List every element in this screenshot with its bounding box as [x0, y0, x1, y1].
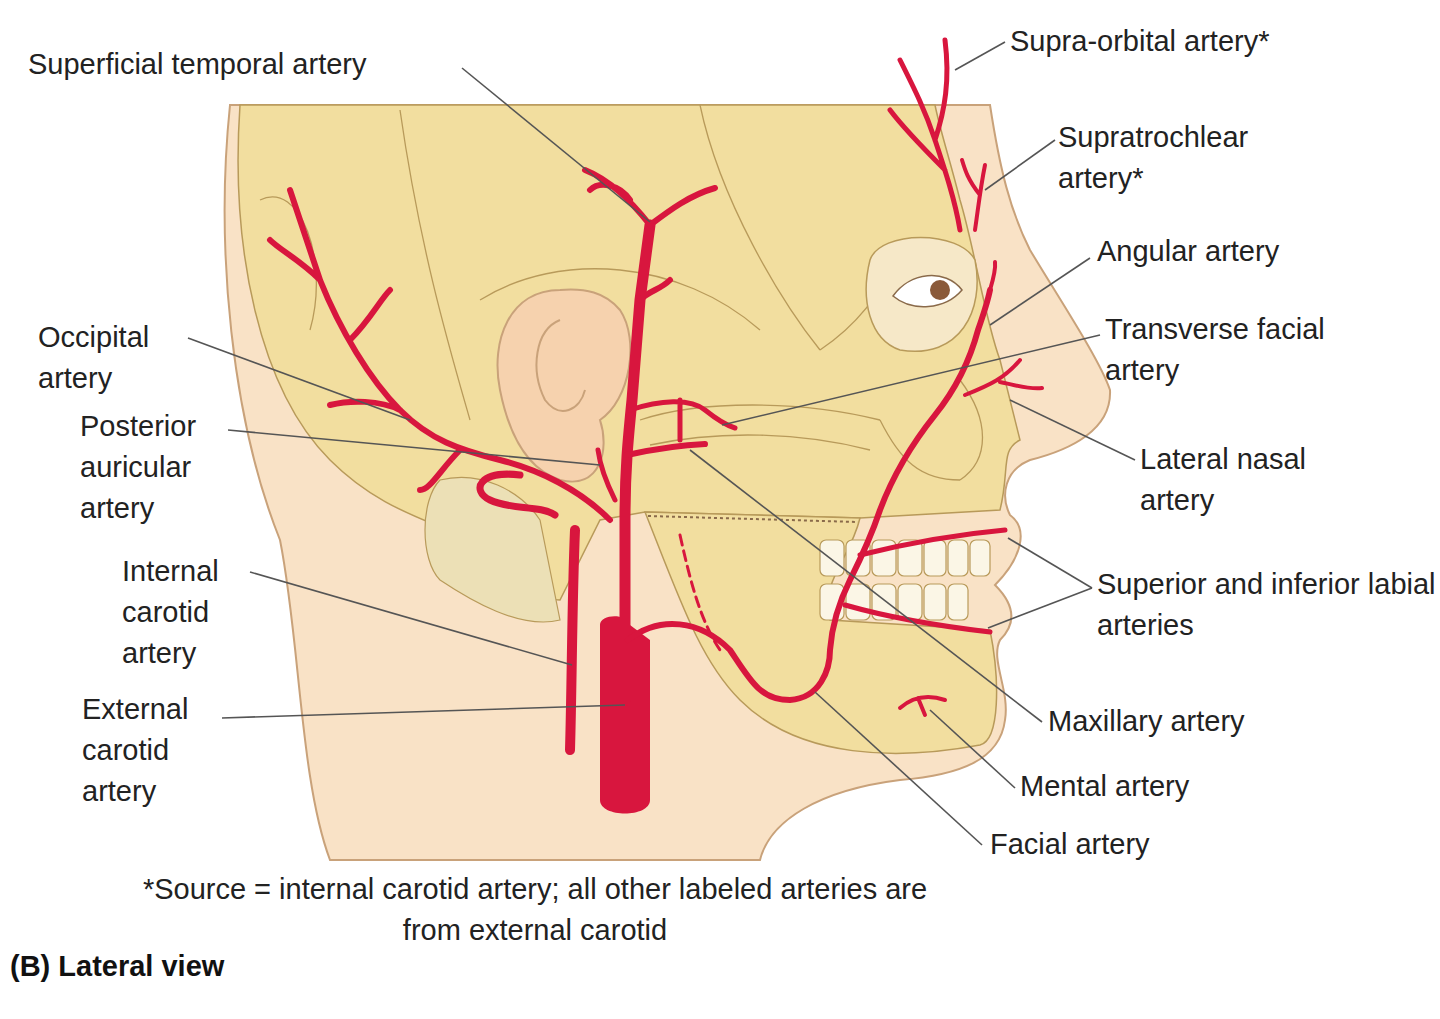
artery-label: Internal carotid artery: [122, 551, 262, 675]
ear: [498, 290, 631, 482]
panel-caption: (B) Lateral view: [10, 950, 224, 983]
occipital-loop: [480, 474, 555, 515]
leader-line: [1010, 400, 1135, 460]
leader-line: [815, 692, 982, 845]
inferior-alveolar-artery: [680, 535, 720, 650]
leader-line: [228, 430, 600, 465]
supratrochlear-artery: [962, 160, 985, 230]
facial-artery: [628, 290, 990, 700]
artery-label: Lateral nasal artery: [1140, 439, 1370, 521]
artery-label: Angular artery: [1097, 231, 1427, 272]
artery-label: Occipital artery: [38, 317, 198, 399]
leader-line: [930, 710, 1015, 788]
source-footnote: *Source = internal carotid artery; all o…: [140, 869, 930, 951]
mental-artery: [900, 697, 945, 715]
leader-line: [462, 68, 650, 222]
inferior-labial-artery: [845, 605, 990, 632]
angular-artery: [990, 262, 995, 290]
tooth: [820, 540, 844, 576]
tooth: [948, 584, 968, 620]
occipital-artery: [270, 190, 610, 520]
orbit: [866, 238, 977, 352]
tooth: [898, 584, 922, 620]
leader-line: [990, 258, 1090, 325]
skull-suture: [260, 197, 316, 330]
artery-label: Superior and inferior labial arteries: [1097, 564, 1437, 646]
leader-line: [222, 705, 625, 718]
leader-line: [250, 572, 572, 665]
leader-line: [985, 140, 1055, 190]
artery-label: Posterior auricular artery: [80, 406, 240, 530]
iris: [930, 280, 950, 300]
internal-carotid-artery: [570, 530, 575, 750]
artery-label: Supratrochlear artery*: [1058, 117, 1298, 199]
artery-label: Maxillary artery: [1048, 701, 1378, 742]
zygomatic-arch: [640, 405, 880, 420]
mandible: [645, 512, 997, 753]
tooth: [846, 584, 870, 620]
mandible-notch: [648, 516, 858, 522]
tooth: [924, 584, 946, 620]
head-skin: [225, 105, 1110, 860]
skull-suture: [400, 110, 470, 420]
leader-line: [188, 338, 410, 420]
posterior-auricular-artery: [598, 450, 615, 500]
transverse-facial-artery: [630, 400, 735, 440]
artery-label: Facial artery: [990, 824, 1320, 865]
superficial-temporal-artery: [585, 170, 715, 300]
superior-labial-artery: [860, 530, 1005, 555]
leader-line: [690, 450, 1042, 722]
tooth: [924, 540, 946, 576]
eye: [893, 276, 962, 307]
leader-line: [1008, 538, 1092, 588]
leader-line: [988, 588, 1092, 628]
lateral-nasal-artery: [965, 360, 1042, 395]
tooth: [970, 540, 990, 576]
leader-line: [955, 42, 1005, 70]
skull-suture: [700, 105, 820, 350]
supra-orbital-artery: [890, 40, 960, 230]
artery-label: Supra-orbital artery*: [1010, 21, 1430, 62]
artery-label: Superficial temporal artery: [28, 44, 488, 85]
maxilla-edge: [880, 420, 960, 480]
artery-label: External carotid artery: [82, 689, 232, 813]
artery-label: Mental artery: [1020, 766, 1350, 807]
tooth: [948, 540, 968, 576]
ear-fold: [537, 320, 585, 411]
artery-label: Transverse facial artery: [1105, 309, 1405, 391]
leader-line: [722, 335, 1100, 425]
